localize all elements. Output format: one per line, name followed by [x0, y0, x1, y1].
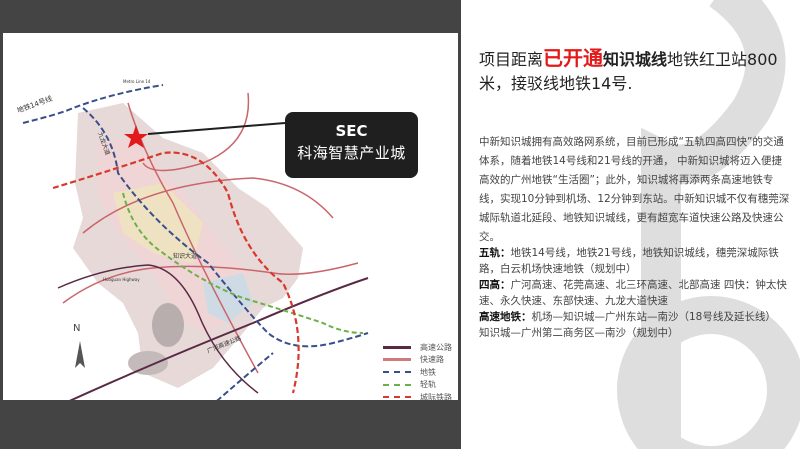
north-arrow-icon [75, 341, 85, 368]
callout-title: SEC [335, 122, 368, 140]
north-label: N [73, 323, 81, 334]
headline-highlight: 已开通 [543, 46, 604, 70]
map-label-metro14: 地铁14号线 [16, 94, 54, 115]
transport-points: 五轨：地铁14号线，地铁21号线，地铁知识城线，穗莞深城际铁路，白云机场快速地铁… [479, 245, 791, 341]
callout-subtitle: 科海智慧产业城 [297, 144, 406, 162]
legend-item: 城际铁路 [383, 391, 452, 400]
background-decoration [617, 0, 800, 449]
left-panel: 地铁14号线 Metro Line 14 九龙大道 知识大道 Huoguan H… [0, 0, 461, 449]
headline: 项目距离已开通知识城线地铁红卫站800米，接驳线地铁14号. [479, 46, 778, 93]
map-label-zhishi: 知识大道 [173, 252, 197, 260]
legend-item: 高速公路 [383, 341, 452, 354]
legend-item: 轻轨 [383, 379, 452, 392]
point-item: 五轨：地铁14号线，地铁21号线，地铁知识城线，穗莞深城际铁路，白云机场快速地铁… [479, 247, 779, 275]
map-label-metro14-en: Metro Line 14 [123, 79, 151, 84]
intercity-rail-line [52, 151, 300, 394]
star-marker [124, 125, 148, 148]
metro-line-14 [22, 84, 164, 124]
legend-item: 地铁 [383, 366, 452, 379]
transport-map: 地铁14号线 Metro Line 14 九龙大道 知识大道 Huoguan H… [3, 33, 458, 400]
highway-line [69, 277, 369, 400]
point-item: 高速地铁：机场—知识城—广州东站—南沙（18号线及延长线） [479, 311, 776, 323]
map-legend: 高速公路 快速路 地铁 轻轨 城际铁路 [383, 341, 452, 400]
map-label-huoguan: Huoguan Highway [103, 277, 140, 282]
intro-paragraph: 中新知识城拥有高效路网系统，目前已形成“五轨四高四快”的交通体系，随着地铁14号… [479, 136, 790, 243]
project-callout: SEC 科海智慧产业城 [285, 112, 418, 178]
point-item: 四高：广河高速、花莞高速、北三环高速、北部高速 四快：钟太快速、永久快速、东部快… [479, 279, 787, 307]
legend-item: 快速路 [383, 354, 452, 367]
expressway-line [62, 262, 359, 304]
light-rail-line [122, 192, 364, 334]
map-graphic: 地铁14号线 Metro Line 14 九龙大道 知识大道 Huoguan H… [16, 79, 369, 400]
point-item: 知识城—广州第二商务区—南沙（规划中） [479, 327, 679, 339]
